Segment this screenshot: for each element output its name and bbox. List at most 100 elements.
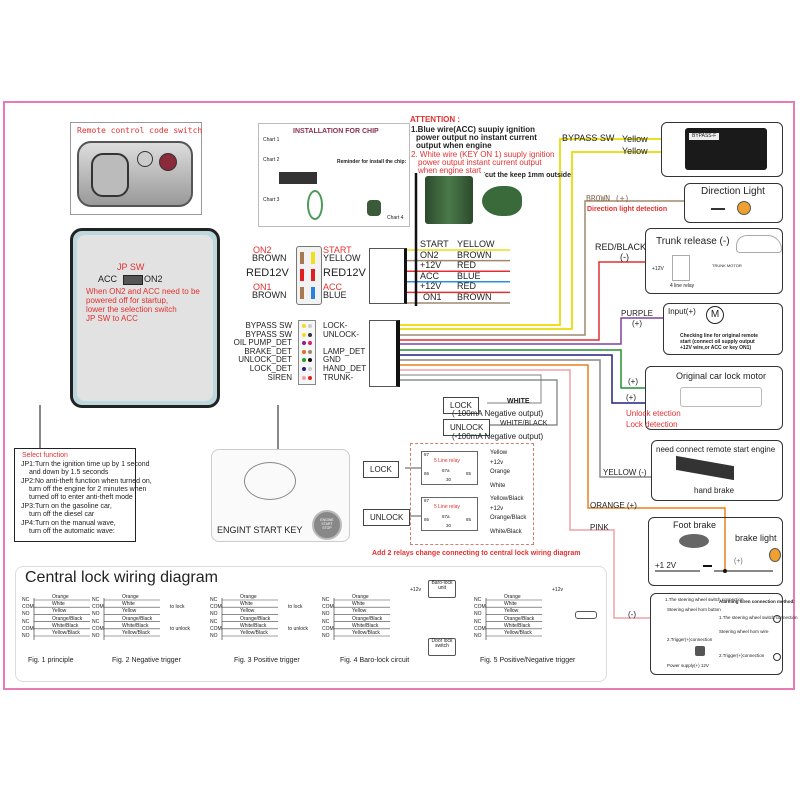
pin-dot <box>308 375 312 380</box>
relay-icon <box>672 255 690 281</box>
attention-2a: 2. White wire (KEY ON 1) suuply ignition <box>411 150 555 159</box>
siren-horn-icon <box>575 611 597 619</box>
ignition-wire-color: BLUE <box>457 270 481 281</box>
fig-terminal-label: NO <box>22 611 30 618</box>
hand-brake-title: need connect remote start engine <box>656 445 776 454</box>
siren-option-1[interactable]: 1.The steering wheel switch connection <box>719 615 798 620</box>
brown-wire-label: BROWN (+) <box>586 194 630 203</box>
fig-caption: Fig. 4 Baro-lock circuit <box>340 657 410 664</box>
brake-bulb-icon <box>769 548 781 562</box>
relay-pin-30: 30 <box>446 523 452 528</box>
attention-1c: output when engine <box>416 141 492 150</box>
trunk-relay-label: 4 line relay <box>670 283 695 289</box>
green-polarity: (+) <box>628 377 638 386</box>
cut-note: cut the keep 1mm outside <box>485 172 571 179</box>
wire-white <box>397 374 542 404</box>
fig-terminal-label: NO <box>210 633 218 639</box>
motor-icon: M <box>706 306 724 324</box>
fig-wire-label: Yellow <box>504 608 519 615</box>
jp-sw-title: JP SW <box>117 262 145 272</box>
horn-wire-label: Steering wheel horn wire <box>719 629 769 634</box>
fig-terminal-label: NO <box>474 633 482 639</box>
fig-terminal-label: NO <box>474 611 482 618</box>
fig-to-lock: to lock <box>170 604 185 610</box>
relay-pin-87a: 87a <box>442 514 450 519</box>
chip-title: INSTALLATION FOR CHIP <box>293 128 379 135</box>
central-lock-title: Central lock wiring diagram <box>25 569 218 586</box>
relay-name: 5 Line relay <box>434 504 460 510</box>
pin-dot <box>302 332 306 337</box>
relay-wire-87a: Orange <box>490 469 511 475</box>
fig-terminal-label: NC <box>210 597 218 603</box>
sixteen-pin-right-label: HAND_DET <box>323 364 367 373</box>
pin <box>311 252 315 264</box>
siren-option-2[interactable]: 2.Trigger(+)connection <box>719 653 765 658</box>
sixteen-pin-connector <box>298 320 316 385</box>
relay-name: 5 Line relay <box>434 458 460 464</box>
option-1-radio[interactable] <box>773 615 781 623</box>
ignition-cylinder-icon <box>425 176 473 224</box>
relay-pin-86: 86 <box>424 517 430 522</box>
pink-polarity: (-) <box>628 610 636 619</box>
fig-wire-label: White <box>122 601 135 608</box>
wire-bypass-yellow-2 <box>397 151 661 330</box>
lock-output-wire: WHITE <box>507 398 530 405</box>
lock-buttons-icon <box>91 153 129 197</box>
chip-installation-card: INSTALLATION FOR CHIP Chart 1 Chart 2 Re… <box>258 123 410 227</box>
panic-button-icon <box>159 153 177 171</box>
relay-unlock-input: UNLOCK <box>363 509 411 526</box>
wire-brown <box>397 200 684 336</box>
fig-terminal-label: COM <box>210 604 222 611</box>
ignition-pin-label: START <box>420 239 449 249</box>
trunk-plus12: +12V <box>652 266 664 272</box>
relay-pin-87: 87 <box>424 452 430 457</box>
module-note-2: powered off for startup, <box>86 296 169 305</box>
relay-pin-86: 86 <box>424 471 430 476</box>
bypass-module-label: BYPASS-F <box>689 133 720 140</box>
fig-terminal-label: COM <box>22 625 34 632</box>
pin-dot <box>302 341 306 346</box>
chip-key-icon <box>482 186 522 216</box>
speaker-icon <box>695 646 705 656</box>
remote-key-fob-image <box>77 141 193 207</box>
bulb-icon <box>737 201 751 215</box>
fig-caption: Fig. 3 Positive trigger <box>234 657 300 664</box>
relay-pin-87a: 87a <box>442 468 450 473</box>
select-item-line: turned off to enter anti-theft mode <box>29 494 133 501</box>
foot-brake-title: Foot brake <box>673 520 717 530</box>
sixteen-pin-right-label: GND <box>323 355 341 365</box>
unlock-detection-label: Unlock etection <box>626 409 681 418</box>
jp-sw-jumper[interactable] <box>123 275 143 285</box>
ignition-wire-color: BROWN <box>457 249 492 260</box>
fig-terminal-label: COM <box>322 604 334 611</box>
pin-dot <box>308 367 312 371</box>
fig-wire-label: Orange/Black <box>352 615 383 622</box>
option-2-radio[interactable] <box>773 653 781 661</box>
fig-terminal-label: NC <box>22 597 30 603</box>
fig-terminal-label: COM <box>92 604 104 611</box>
ignition-pin-label: ACC <box>420 270 440 281</box>
bypass-sw-label: BYPASS SW <box>562 133 615 143</box>
fig-plus12: +12v <box>410 587 421 593</box>
wire-navy <box>397 354 645 404</box>
trunk-polarity: (-) <box>620 252 629 262</box>
fig-terminal-label: NC <box>210 618 218 625</box>
lock-output-note: (-100mA Negative output) <box>452 409 544 418</box>
sixteen-pin-left-label: OIL PUMP_DET <box>233 338 292 348</box>
attention-1a: 1.Blue wire(ACC) suupiy ignition <box>411 125 536 134</box>
fig-terminal-label: COM <box>474 625 486 632</box>
sixteen-pin-left-label: BYPASS SW <box>245 329 292 339</box>
six-pin-left-3-color: BROWN <box>252 290 287 300</box>
fig-terminal-label: NC <box>474 597 482 603</box>
pin-dot <box>302 349 306 354</box>
fig-wire-label: Orange <box>352 594 369 600</box>
chip-reminder: Reminder for install the chip: <box>337 159 407 165</box>
input-note-3: +12V wire,or ACC or key ON1) <box>680 345 752 351</box>
fig-terminal-label: NC <box>92 597 100 603</box>
alarm-module: JP SW ACC ON2 When ON2 and ACC need to b… <box>70 228 220 408</box>
trunk-motor-label: TRUNK MOTOR <box>712 263 742 268</box>
